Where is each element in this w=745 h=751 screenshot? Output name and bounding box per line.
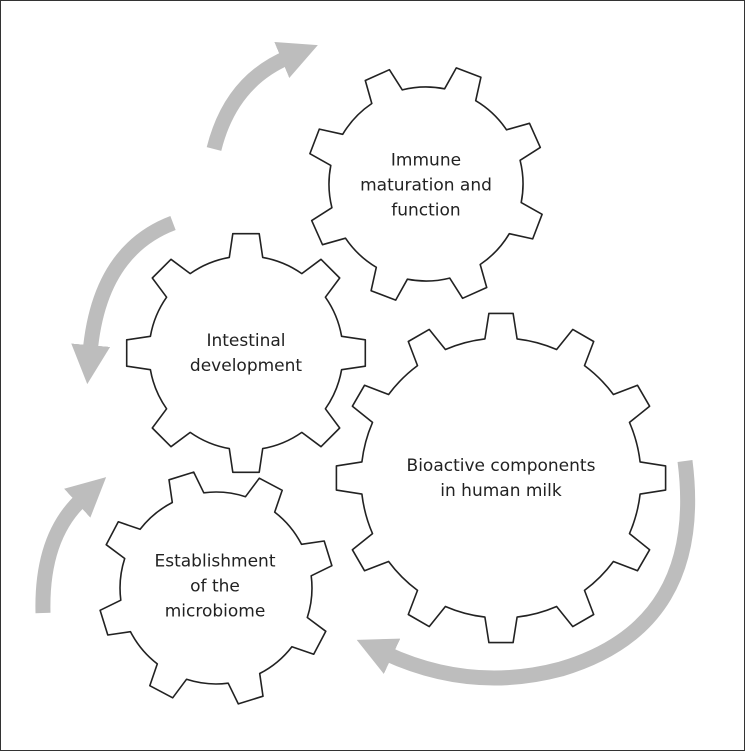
label-line: Immune xyxy=(390,150,462,171)
label-line: Intestinal xyxy=(206,331,286,351)
cycle-arrow-2 xyxy=(71,215,176,385)
gear-label-immune: Immune maturation and function xyxy=(360,149,492,224)
label-line: Establishment xyxy=(154,551,276,572)
label-line: of the xyxy=(190,576,240,597)
label-line: function xyxy=(391,200,461,221)
gear-intestinal xyxy=(125,232,367,474)
gear-label-microbiome: Establishment of the microbiome xyxy=(154,550,275,625)
label-line: maturation and xyxy=(360,175,492,196)
gear-label-intestinal: Intestinal development xyxy=(190,329,302,379)
gear-microbiome xyxy=(99,471,333,705)
gear-immune xyxy=(309,67,543,301)
cycle-arrow-1 xyxy=(206,41,318,151)
gear-label-bioactive: Bioactive components in human milk xyxy=(407,454,596,504)
label-line: Bioactive components xyxy=(406,456,596,476)
label-line: development xyxy=(189,356,303,376)
gear-bioactive xyxy=(335,312,667,644)
cycle-arrow-4 xyxy=(356,460,696,686)
label-line: microbiome xyxy=(164,601,266,622)
label-line: in human milk xyxy=(440,481,562,501)
cycle-arrow-3 xyxy=(35,477,107,614)
